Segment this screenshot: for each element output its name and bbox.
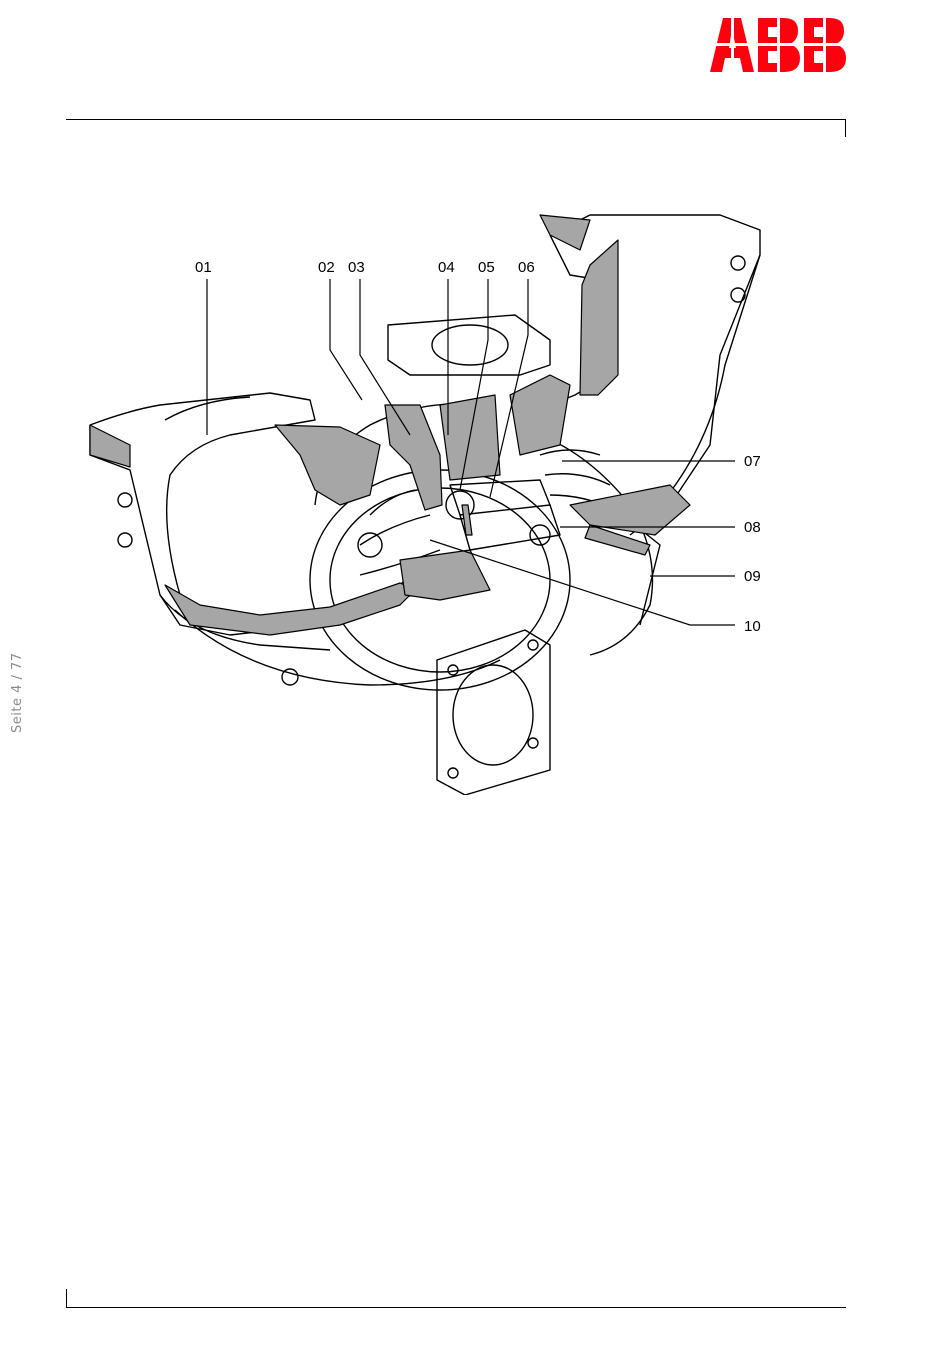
callout-04: 04 [438,260,455,276]
callout-07: 07 [744,454,761,470]
abb-logo-graphic [710,18,846,72]
callout-05: 05 [478,260,495,276]
callout-06: 06 [518,260,535,276]
callout-02: 02 [318,260,335,276]
turbocharger-illustration [70,205,850,795]
callout-01: 01 [195,260,212,276]
footer-rule [66,1307,846,1308]
callout-10: 10 [744,619,761,635]
header-rule-tick [845,119,846,137]
turbocharger-cutaway-drawing [70,205,850,795]
callout-08: 08 [744,520,761,536]
page-number: Seite 4 / 77 [10,652,25,733]
footer-rule-tick [66,1289,67,1308]
header-rule [66,119,846,120]
abb-logo [710,18,846,72]
callout-03: 03 [348,260,365,276]
callout-09: 09 [744,569,761,585]
